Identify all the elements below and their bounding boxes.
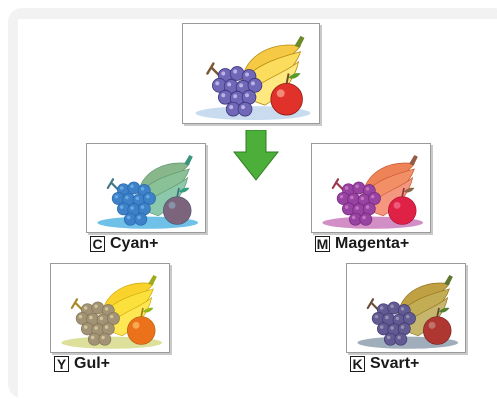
original-fruit-image xyxy=(182,23,320,124)
magenta-name: Magenta+ xyxy=(335,235,410,252)
black-fruit-image xyxy=(346,263,466,353)
cyan-label: C Cyan+ xyxy=(90,235,158,253)
magenta-label: M Magenta+ xyxy=(315,235,409,253)
black-key: K xyxy=(350,356,365,372)
cyan-key: C xyxy=(90,236,105,252)
down-arrow-icon xyxy=(232,130,280,181)
yellow-name: Gul+ xyxy=(74,355,111,372)
cyan-fruit-image xyxy=(86,143,206,233)
figure: C Cyan+ M Magenta+ Y Gul+ xyxy=(8,8,497,399)
black-name: Svart+ xyxy=(370,355,420,372)
yellow-fruit-image xyxy=(50,263,170,353)
yellow-label: Y Gul+ xyxy=(54,355,110,373)
yellow-key: Y xyxy=(54,356,69,372)
magenta-fruit-image xyxy=(311,143,431,233)
black-label: K Svart+ xyxy=(350,355,419,373)
magenta-key: M xyxy=(315,236,330,252)
cyan-name: Cyan+ xyxy=(110,235,159,252)
